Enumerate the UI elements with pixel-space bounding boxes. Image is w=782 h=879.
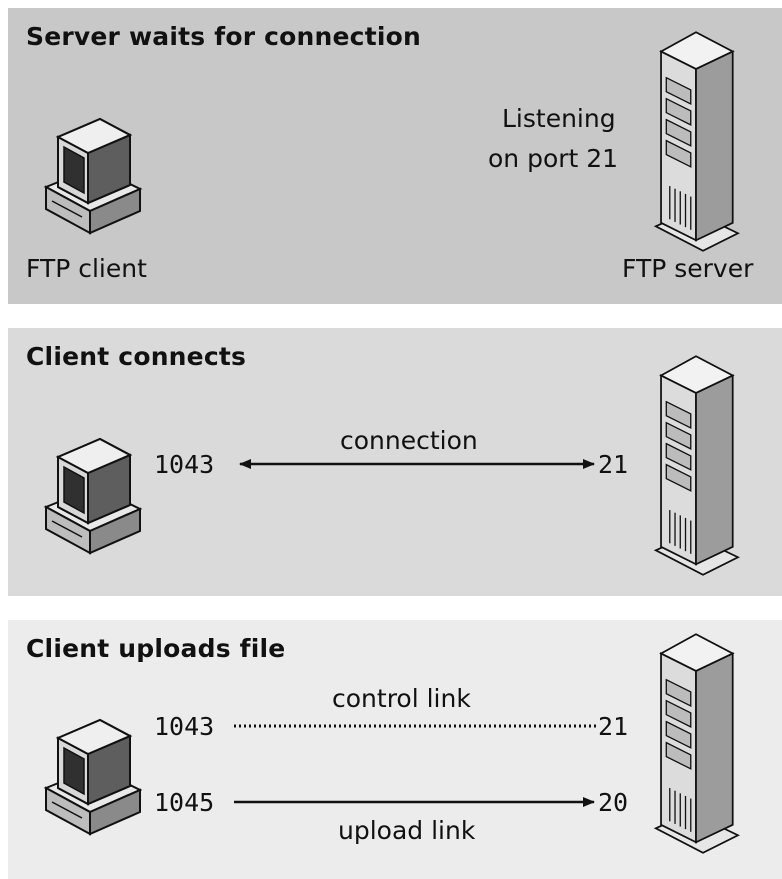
upload-link-label: upload link [338, 816, 476, 845]
tower-server-icon [654, 31, 739, 252]
listening-label: Listening [502, 104, 616, 133]
panel-server-waits: Server waits for connection FTP client F… [8, 8, 782, 304]
panel-title: Client uploads file [26, 634, 286, 663]
panel-art [44, 633, 739, 854]
port-label: on port 21 [488, 144, 619, 173]
upload-server-port: 20 [598, 788, 629, 817]
panel-title: Server waits for connection [26, 22, 421, 51]
control-link-label: control link [332, 684, 471, 713]
panel-client-uploads: Client uploads file control link 1043 21… [8, 620, 782, 879]
client-port: 1043 [154, 450, 215, 479]
control-client-port: 1043 [154, 712, 215, 741]
desktop-computer-icon [44, 718, 142, 836]
desktop-computer-icon [44, 437, 142, 555]
connection-label: connection [340, 426, 478, 455]
panel-art [44, 355, 739, 576]
control-server-port: 21 [598, 712, 629, 741]
server-label: FTP server [622, 254, 754, 283]
upload-client-port: 1045 [154, 788, 215, 817]
server-port: 21 [598, 450, 629, 479]
panel-title: Client connects [26, 342, 247, 371]
tower-server-icon [654, 355, 739, 576]
client-label: FTP client [26, 254, 147, 283]
tower-server-icon [654, 633, 739, 854]
panel-client-connects: Client connects connection 1043 21 [8, 328, 782, 596]
desktop-computer-icon [44, 117, 142, 235]
